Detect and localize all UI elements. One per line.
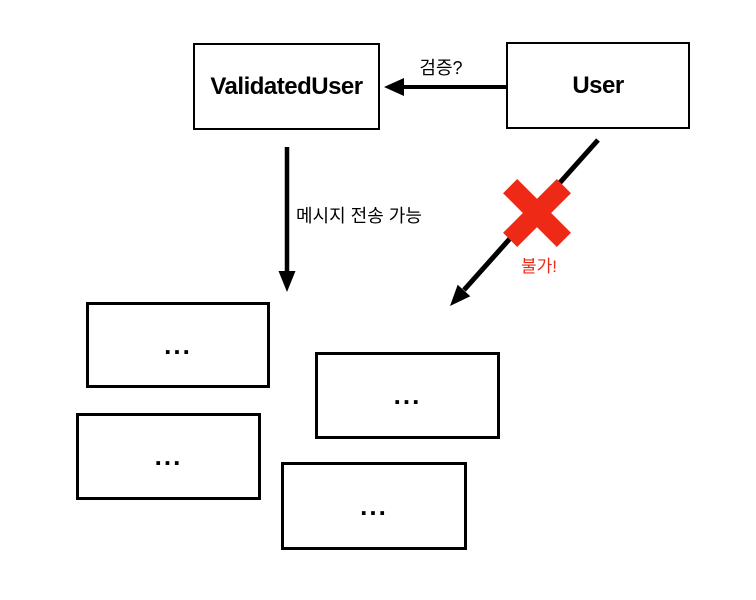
node-user-label: User xyxy=(572,71,624,99)
node-receiver-4: ... xyxy=(281,462,467,550)
node-receiver-1: ... xyxy=(86,302,270,388)
node-receiver-1-label: ... xyxy=(164,329,192,360)
node-receiver-3: ... xyxy=(315,352,500,439)
node-receiver-3-label: ... xyxy=(393,380,422,410)
forbidden-arrow-label: 불가! xyxy=(520,257,557,276)
node-validated-user: ValidatedUser xyxy=(193,43,380,130)
node-receiver-4-label: ... xyxy=(360,490,388,521)
send-arrow xyxy=(278,147,296,292)
verify-arrow-label: 검증? xyxy=(419,58,463,78)
node-user: User xyxy=(506,42,690,129)
node-receiver-2: ... xyxy=(76,413,261,500)
verify-arrow xyxy=(384,78,506,96)
forbidden-x-icon xyxy=(503,179,571,247)
node-validated-user-label: ValidatedUser xyxy=(210,72,363,100)
node-receiver-2-label: ... xyxy=(154,441,183,471)
send-arrow-label: 메시지 전송 가능 xyxy=(296,206,422,226)
